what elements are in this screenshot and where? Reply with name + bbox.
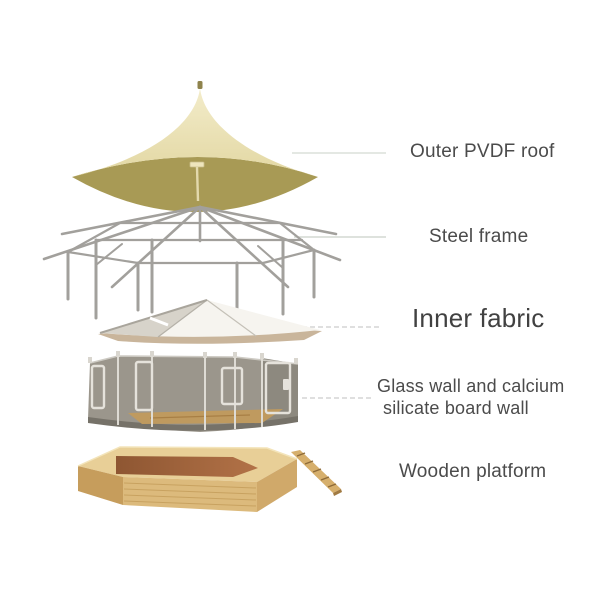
- label-glass-wall-line2: silicate board wall: [383, 398, 529, 418]
- label-glass-wall: Glass wall and calcium silicate board wa…: [377, 375, 564, 419]
- inner-fabric-ridge-left: [157, 299, 208, 338]
- frame-beams: [66, 221, 316, 265]
- platform-plank-lines: [123, 482, 257, 507]
- inner-fabric-fold-highlight: [149, 316, 169, 327]
- leader-lines: [292, 152, 386, 399]
- roof-finial: [197, 81, 203, 89]
- glass-wall-graphic: [88, 351, 299, 432]
- label-inner-fabric: Inner fabric: [412, 303, 545, 333]
- roof-top-surface: [72, 88, 318, 177]
- wall-door-frames: [90, 360, 292, 415]
- wooden-platform-graphic: [77, 446, 342, 512]
- platform-front-face: [123, 477, 257, 512]
- wall-base-edge: [88, 416, 298, 431]
- inner-fabric-ridge-right: [206, 299, 257, 337]
- roof-underside: [72, 157, 318, 212]
- label-outer-pvdf-roof: Outer PVDF roof: [410, 141, 555, 162]
- wall-post-caps: [88, 351, 298, 364]
- label-wooden-platform: Wooden platform: [399, 461, 547, 482]
- platform-left-face: [78, 466, 123, 505]
- wall-handle-detail: [283, 379, 289, 390]
- inner-fabric-edge: [99, 299, 208, 334]
- steel-frame-graphic: [42, 205, 342, 320]
- wall-top-rim: [89, 355, 299, 365]
- label-glass-wall-line1: Glass wall and calcium: [377, 376, 565, 396]
- outer-pvdf-roof-graphic: [72, 81, 318, 212]
- platform-inset: [116, 456, 258, 477]
- label-steel-frame: Steel frame: [429, 226, 529, 247]
- wall-floor-plank-line: [149, 414, 251, 419]
- frame-braces: [95, 243, 338, 269]
- roof-center-pole-cap: [189, 161, 205, 168]
- platform-right-face: [257, 459, 297, 512]
- ramp-edge: [333, 489, 342, 496]
- inner-fabric-graphic: [98, 299, 322, 344]
- platform-top-edge: [77, 446, 298, 467]
- frame-legs: [66, 238, 316, 320]
- frame-rafters: [42, 205, 342, 289]
- ramp-rungs: [296, 452, 337, 488]
- roof-center-pole: [195, 166, 200, 202]
- platform-ramp: [291, 450, 342, 496]
